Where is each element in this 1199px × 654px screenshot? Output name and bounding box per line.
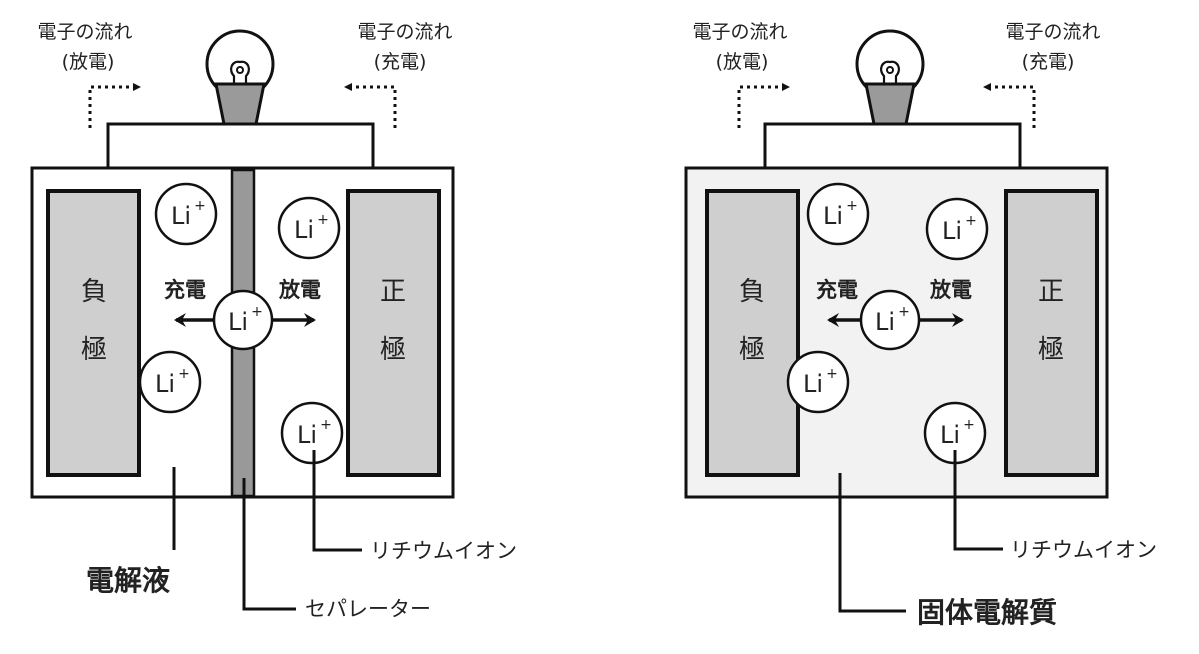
svg-text:Li: Li xyxy=(875,308,895,336)
svg-text:Li: Li xyxy=(803,370,823,398)
charge-flow-arrow xyxy=(983,83,1036,128)
lithium-ion-moving: Li + xyxy=(859,289,921,351)
lithium-ion-label: リチウムイオン xyxy=(370,539,517,563)
separator-leader-line xyxy=(242,478,296,611)
positive-electrode-label-1: 正 xyxy=(1038,277,1064,307)
svg-text:Li: Li xyxy=(297,421,317,449)
lithium-ion: Li + xyxy=(154,182,218,246)
electron-flow-charge-sub: (充電) xyxy=(1022,51,1075,73)
charge-flow-arrow xyxy=(344,83,397,128)
svg-text:+: + xyxy=(251,304,263,320)
lithium-ion: Li + xyxy=(277,196,341,260)
discharge-label: 放電 xyxy=(929,278,972,302)
liquid-battery-diagram: 電子の流れ (放電) 電子の流れ (充電) 負 極 正 極 充電 放電 xyxy=(30,21,517,621)
svg-text:Li: Li xyxy=(942,217,962,245)
electron-flow-charge-sub: (充電) xyxy=(374,51,427,73)
electron-flow-discharge-sub: (放電) xyxy=(62,51,115,73)
lithium-ion-leader-line xyxy=(953,450,1003,551)
light-bulb-icon xyxy=(205,29,275,126)
negative-electrode-label-1: 負 xyxy=(81,277,107,307)
electron-flow-discharge-label: 電子の流れ xyxy=(692,21,787,43)
lithium-ion-moving: Li + xyxy=(212,289,274,351)
negative-electrode-label-1: 負 xyxy=(739,277,765,307)
svg-text:Li: Li xyxy=(171,202,191,230)
light-bulb-icon xyxy=(855,29,925,126)
discharge-label: 放電 xyxy=(278,278,321,302)
svg-text:Li: Li xyxy=(155,370,175,398)
separator-label: セパレーター xyxy=(305,597,431,621)
electron-flow-discharge-sub: (放電) xyxy=(716,51,769,73)
svg-text:+: + xyxy=(826,366,838,382)
discharge-flow-arrow xyxy=(88,83,141,128)
positive-electrode xyxy=(346,189,441,477)
electron-flow-charge-label: 電子の流れ xyxy=(1005,21,1100,43)
lithium-ion: Li + xyxy=(786,350,850,414)
lithium-ion: Li + xyxy=(138,350,202,414)
lithium-ion: Li + xyxy=(923,401,987,465)
positive-electrode-label-1: 正 xyxy=(380,277,406,307)
svg-text:Li: Li xyxy=(228,308,248,336)
svg-text:+: + xyxy=(846,198,858,214)
charge-label: 充電 xyxy=(816,278,858,302)
svg-text:+: + xyxy=(178,366,190,382)
electrolyte-label: 電解液 xyxy=(86,564,170,597)
negative-electrode xyxy=(705,189,800,477)
lithium-ion-leader-line xyxy=(312,450,362,552)
electron-flow-discharge-label: 電子の流れ xyxy=(37,21,132,43)
charge-label: 充電 xyxy=(164,278,206,302)
svg-text:+: + xyxy=(194,198,206,214)
svg-text:Li: Li xyxy=(940,421,960,449)
solid-electrolyte-leader-line xyxy=(838,473,906,613)
svg-text:+: + xyxy=(965,213,977,229)
lithium-ion: Li + xyxy=(806,182,870,246)
discharge-flow-arrow xyxy=(737,83,790,128)
svg-text:+: + xyxy=(320,417,332,433)
svg-text:+: + xyxy=(963,417,975,433)
negative-electrode-label-2: 極 xyxy=(81,335,107,365)
solid-state-battery-diagram: 電子の流れ (放電) 電子の流れ (充電) 負 極 正 極 充電 放電 Li + xyxy=(684,21,1157,629)
solid-electrolyte-label: 固体電解質 xyxy=(917,596,1057,629)
lithium-ion-label: リチウムイオン xyxy=(1010,538,1157,562)
positive-electrode xyxy=(1004,189,1099,477)
lithium-ion: Li + xyxy=(280,401,344,465)
svg-text:Li: Li xyxy=(823,202,843,230)
positive-electrode-label-2: 極 xyxy=(380,335,406,365)
positive-electrode-label-2: 極 xyxy=(1038,335,1064,365)
svg-text:+: + xyxy=(898,304,910,320)
negative-electrode-label-2: 極 xyxy=(739,335,765,365)
svg-text:Li: Li xyxy=(294,216,314,244)
electron-flow-charge-label: 電子の流れ xyxy=(357,21,452,43)
svg-text:+: + xyxy=(317,212,329,228)
lithium-ion: Li + xyxy=(925,197,989,261)
negative-electrode xyxy=(46,189,141,477)
